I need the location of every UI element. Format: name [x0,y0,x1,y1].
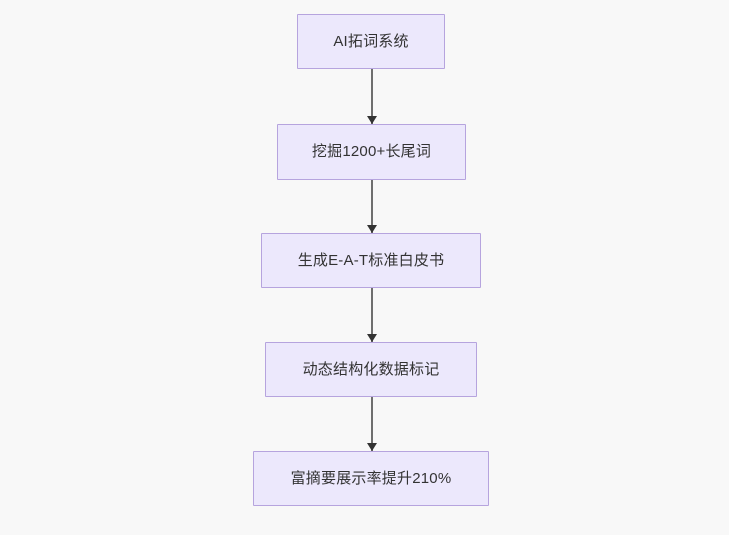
arrow-head-icon [367,443,377,451]
flow-node-label: 动态结构化数据标记 [302,360,440,378]
flow-node-generate-eat-whitepaper[interactable]: 生成E-A-T标准白皮书 [261,233,481,288]
flow-node-dynamic-structured-data-markup[interactable]: 动态结构化数据标记 [265,342,477,397]
arrow-head-icon [367,334,377,342]
flow-node-ai-keyword-system[interactable]: AI拓词系统 [297,14,445,69]
edge-line [371,180,373,233]
arrow-head-icon [367,225,377,233]
flow-node-label: 生成E-A-T标准白皮书 [297,251,445,269]
flow-node-mine-longtail-keywords[interactable]: 挖掘1200+长尾词 [277,124,466,180]
edge-line [371,69,373,124]
arrow-head-icon [367,116,377,124]
flow-node-label: 挖掘1200+长尾词 [311,143,432,160]
edge-line [371,288,373,342]
flow-node-label: AI拓词系统 [333,32,409,50]
flow-node-label: 富摘要展示率提升210% [290,469,452,487]
edge-line [371,397,373,451]
flow-node-rich-snippet-rate-increase[interactable]: 富摘要展示率提升210% [253,451,489,506]
